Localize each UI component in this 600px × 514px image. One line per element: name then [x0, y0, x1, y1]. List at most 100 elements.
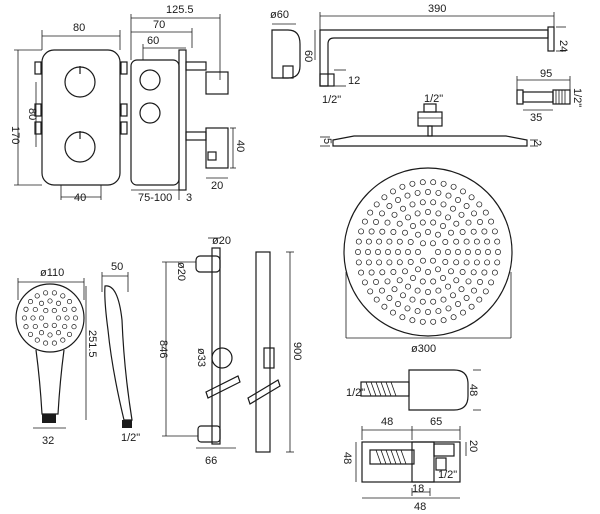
- hand-body-side: [104, 285, 133, 421]
- rail-slider: [211, 347, 233, 369]
- nozzle: [373, 219, 379, 225]
- nozzle: [484, 238, 491, 245]
- nozzle: [440, 296, 447, 303]
- nozzle: [71, 306, 77, 312]
- valve-spindle-bottom: [185, 131, 207, 141]
- dim-hand-dia: ø110: [40, 267, 64, 279]
- nozzle: [459, 269, 466, 275]
- nozzle: [440, 223, 446, 229]
- nozzle: [399, 183, 406, 190]
- dim-wo2-65: 65: [430, 416, 442, 428]
- nozzle: [391, 286, 398, 293]
- nozzle: [60, 337, 66, 343]
- slide-rail-view: [162, 237, 294, 453]
- nozzle: [485, 249, 491, 255]
- dim-rail-bracket: ø20: [175, 262, 187, 281]
- nozzle: [482, 288, 489, 295]
- nozzle: [51, 290, 57, 296]
- elbow-view: [516, 76, 571, 111]
- nozzle: [455, 197, 461, 203]
- dim-valve-outlet-20: 20: [211, 180, 223, 192]
- nozzle: [368, 228, 375, 235]
- dim-wo1-48: 48: [467, 384, 479, 396]
- nozzle: [355, 259, 362, 266]
- nozzle: [495, 249, 501, 255]
- nozzle: [465, 249, 471, 255]
- nozzle: [355, 238, 362, 245]
- nozzle: [66, 331, 73, 337]
- rail-side-tube: [255, 251, 271, 453]
- nozzle: [482, 209, 489, 216]
- nozzle: [430, 257, 436, 264]
- nozzle: [407, 259, 414, 265]
- nozzle: [430, 240, 436, 247]
- nozzle: [60, 293, 66, 299]
- nozzle: [448, 229, 454, 236]
- hand-connector-side: [122, 420, 132, 428]
- nozzle: [355, 249, 361, 255]
- nozzle: [455, 301, 461, 307]
- nozzle: [425, 209, 431, 215]
- nozzle: [405, 249, 411, 255]
- nozzle: [51, 308, 57, 314]
- dim-arm-length: 390: [428, 3, 446, 15]
- nozzle: [440, 275, 446, 281]
- nozzle: [373, 296, 380, 303]
- nozzle: [476, 201, 483, 208]
- nozzle: [21, 315, 28, 321]
- dim-hand-thread: 1/2": [121, 432, 140, 444]
- nozzle: [476, 296, 483, 303]
- nozzle: [399, 314, 406, 321]
- dim-wall-outlet-dia: ø60: [270, 9, 289, 21]
- nozzle: [361, 279, 368, 286]
- nozzle: [376, 259, 383, 266]
- dim-arm-pipe: 12: [348, 75, 360, 87]
- dim-arm-end: 24: [557, 40, 569, 52]
- nozzle: [72, 315, 79, 321]
- valve-wall-plate: [178, 49, 187, 191]
- nozzle: [23, 306, 29, 312]
- nozzle: [38, 300, 45, 306]
- nozzle: [468, 303, 475, 310]
- hand-handle-front: [35, 349, 65, 415]
- nozzle: [43, 308, 49, 314]
- nozzle: [367, 209, 374, 216]
- nozzle: [386, 295, 393, 301]
- valve-bracket-left-mid: [34, 103, 42, 117]
- dim-wo2-48c: 48: [414, 501, 426, 513]
- nozzle: [27, 299, 34, 305]
- nozzle: [463, 238, 470, 245]
- nozzle: [391, 211, 398, 218]
- nozzle: [407, 239, 414, 245]
- dim-valve-depth-3: 3: [186, 192, 192, 204]
- valve-bracket-right-low: [120, 121, 128, 135]
- dim-head-dia: ø300: [411, 343, 436, 355]
- nozzle: [435, 189, 442, 196]
- valve-cartridge-bottom: [139, 102, 161, 124]
- nozzle: [471, 210, 477, 217]
- nozzle: [400, 292, 406, 299]
- nozzle: [404, 305, 411, 312]
- nozzle: [409, 180, 416, 187]
- nozzle: [419, 318, 426, 325]
- head-thread: [423, 103, 437, 113]
- dim-rail-length: 846: [157, 340, 169, 358]
- nozzle: [396, 238, 403, 245]
- nozzle: [453, 277, 460, 284]
- nozzle: [465, 278, 472, 285]
- nozzle: [445, 249, 451, 255]
- dim-elbow-35: 35: [530, 112, 542, 124]
- arm-thread-fitting: [319, 73, 335, 87]
- nozzle: [465, 219, 472, 226]
- nozzle: [435, 210, 442, 217]
- nozzle: [379, 287, 385, 294]
- nozzle: [381, 303, 388, 310]
- shower-arm-view: [271, 12, 566, 87]
- nozzle: [445, 214, 451, 221]
- nozzle: [463, 295, 470, 301]
- hand-head-front: [15, 283, 85, 353]
- nozzle: [34, 337, 40, 343]
- nozzle: [405, 283, 411, 290]
- shower-arm: [319, 29, 549, 87]
- nozzle: [51, 340, 57, 346]
